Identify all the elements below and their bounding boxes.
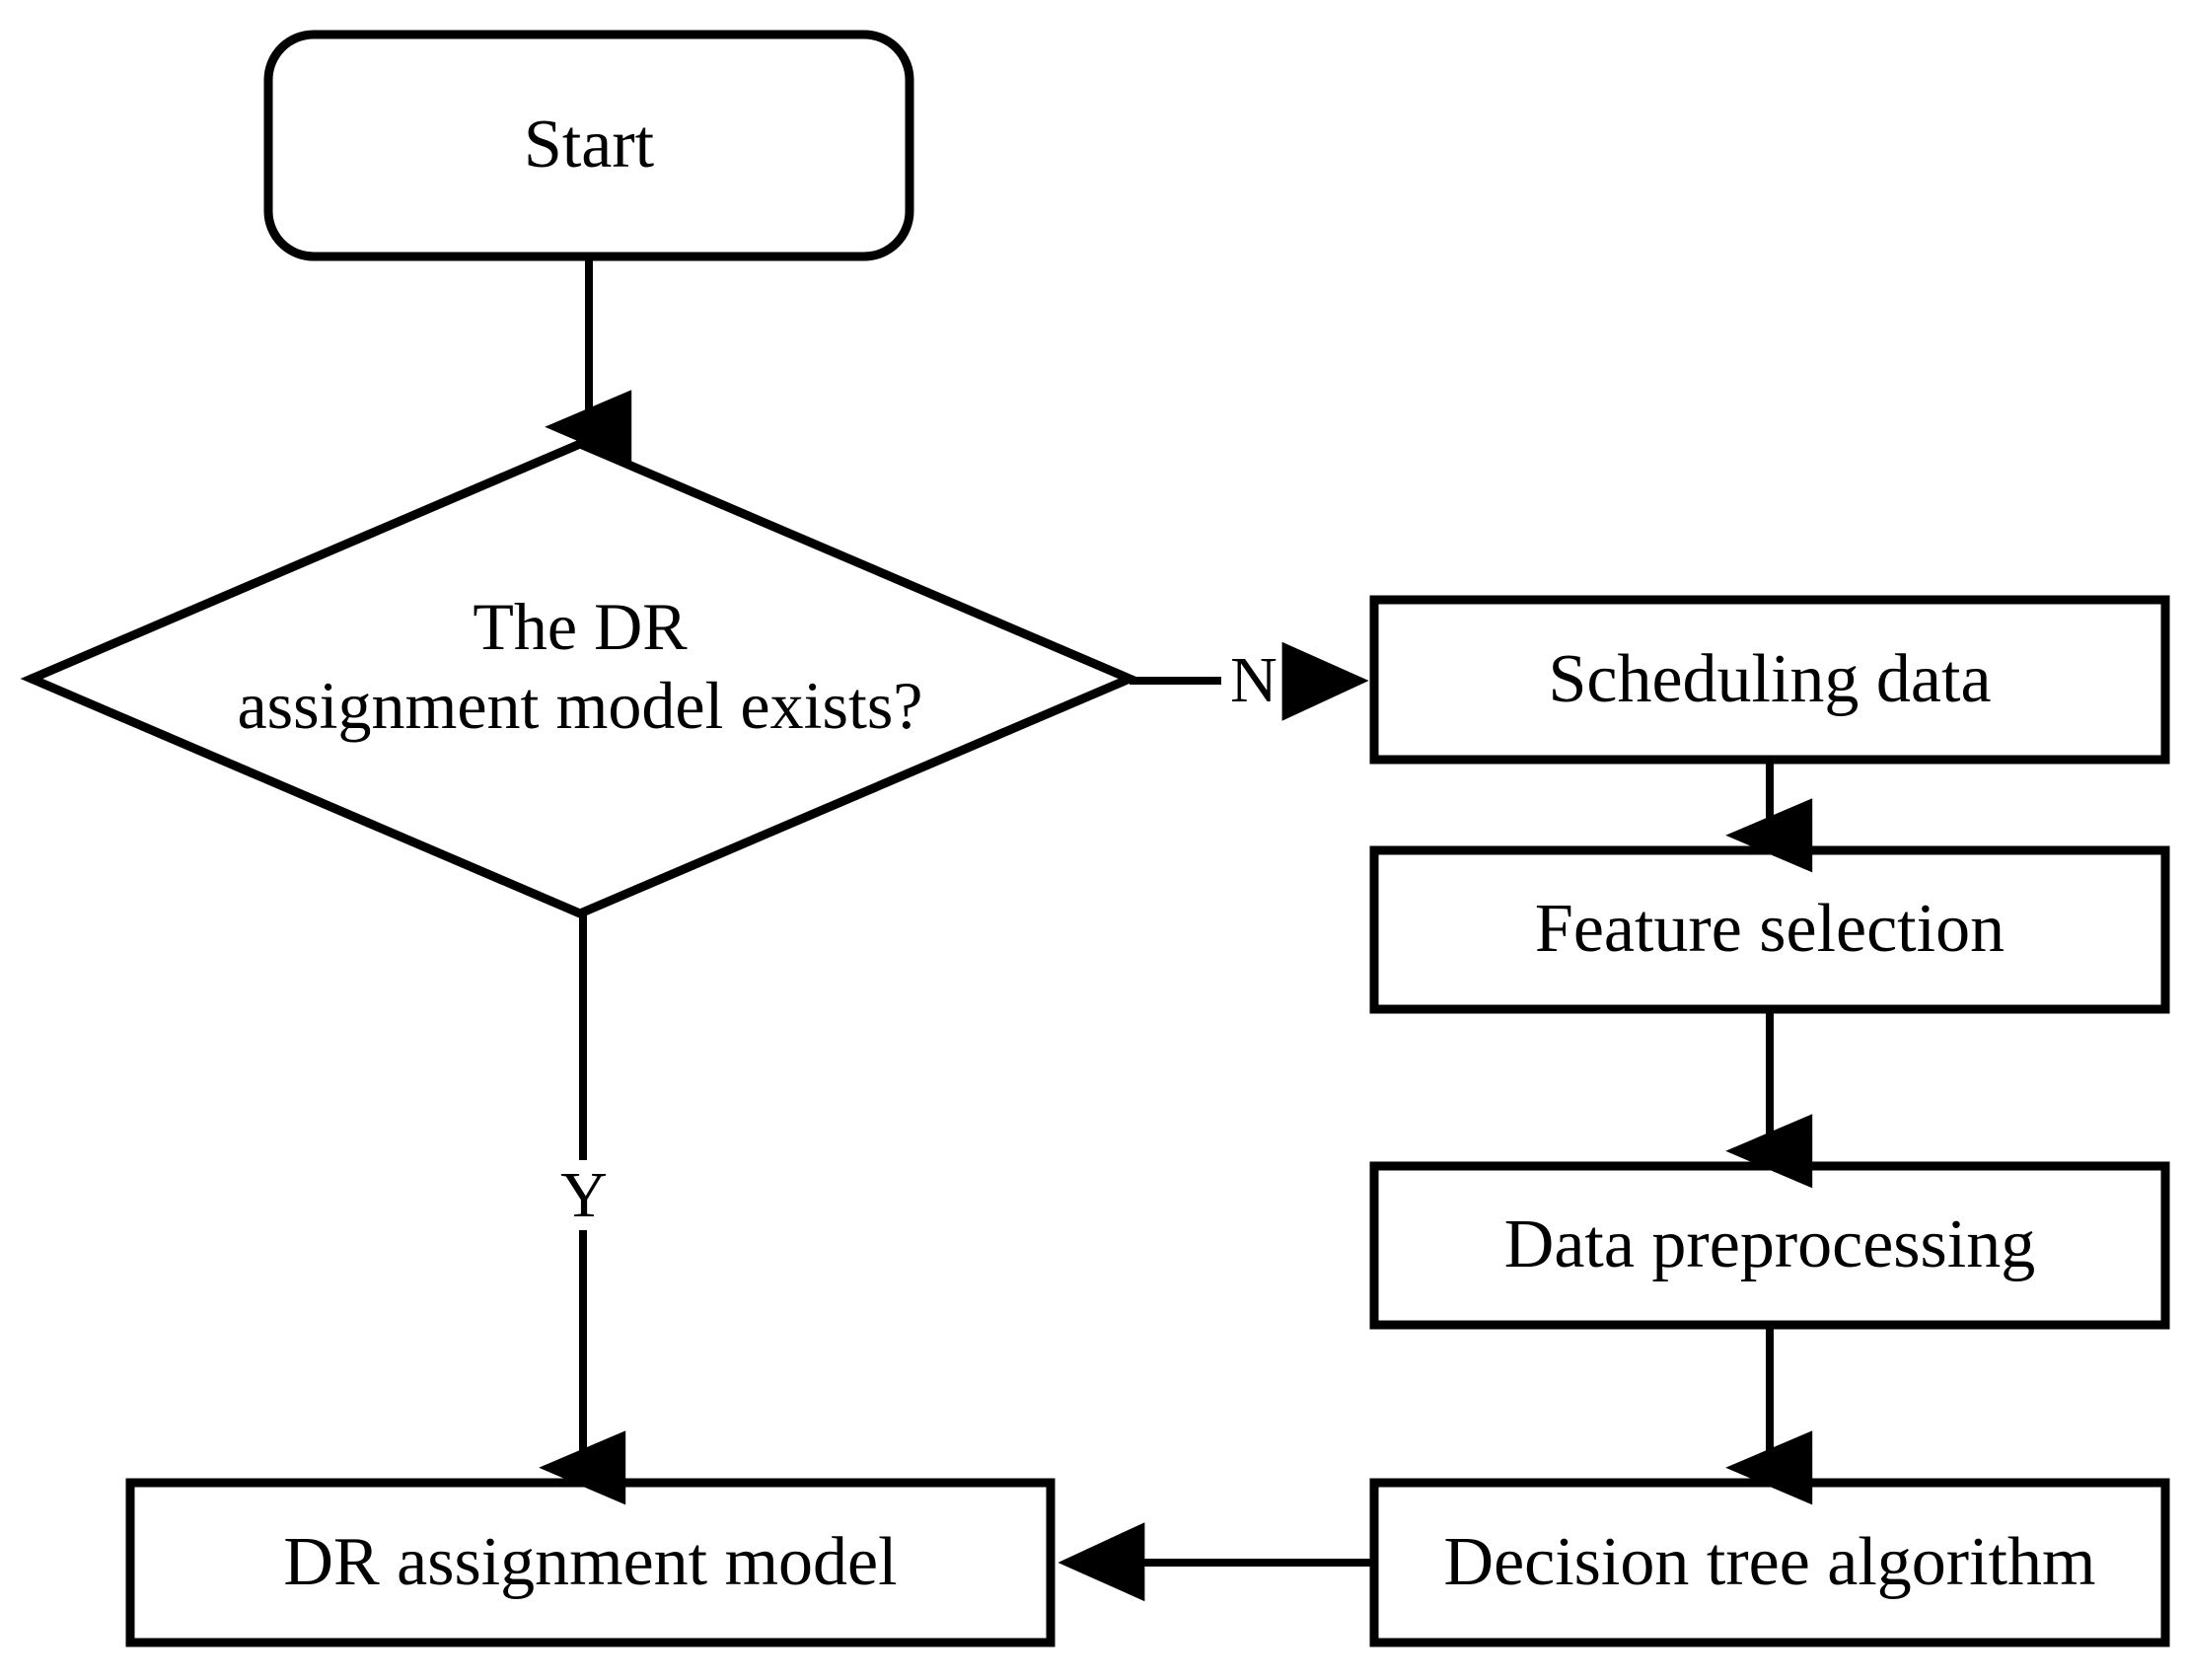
- node-feature-selection[interactable]: [1374, 850, 2165, 1009]
- node-data-preprocessing[interactable]: [1374, 1166, 2165, 1325]
- node-scheduling-data[interactable]: [1374, 600, 2165, 760]
- node-scheduling-data-shape: [1369, 595, 2170, 765]
- node-decision-tree-algorithm[interactable]: [1374, 1483, 2165, 1643]
- node-dr-assignment-model[interactable]: [130, 1483, 1051, 1643]
- node-start[interactable]: [268, 35, 910, 256]
